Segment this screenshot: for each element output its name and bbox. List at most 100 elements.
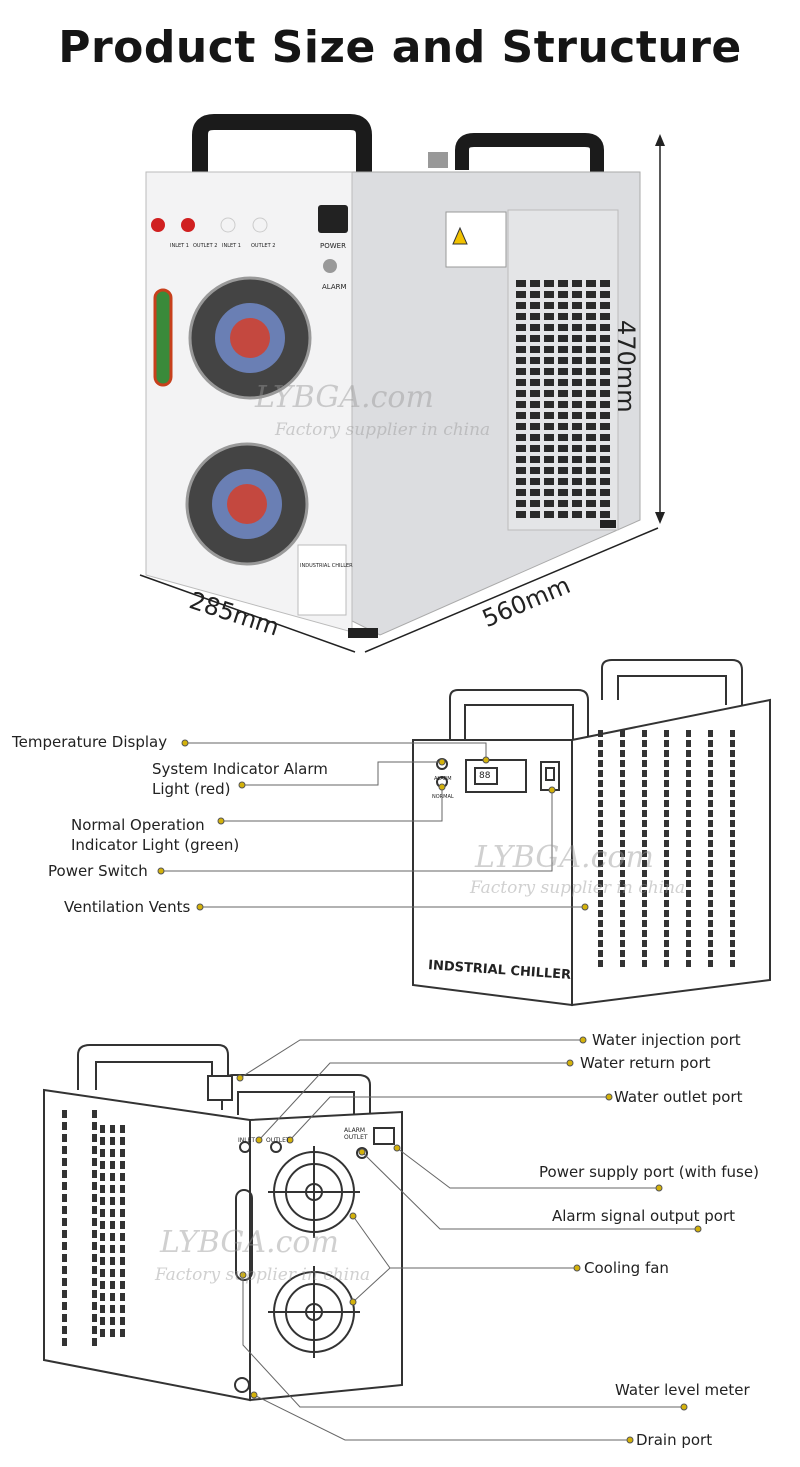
front-vent-slots [598,730,735,967]
vent-slot [686,740,691,747]
vent-slot [586,291,596,298]
vent-slot [642,900,647,907]
vent-slot [730,840,735,847]
vent-slot [92,1242,97,1250]
vent-slot [600,445,610,452]
vent-slot [586,379,596,386]
vent-slot [686,770,691,777]
vent-slot [92,1122,97,1130]
vent-slot [664,740,669,747]
vent-slot [92,1146,97,1154]
vent-slot [516,368,526,375]
vent-slot [92,1266,97,1274]
vent-slot [100,1137,105,1145]
vent-slot [544,434,554,441]
vent-slot [598,920,603,927]
vent-slot [642,840,647,847]
vent-slot [110,1185,115,1193]
vent-slot [62,1242,67,1250]
vent-slot [516,489,526,496]
vent-slot [598,840,603,847]
vent-slot [62,1194,67,1202]
vent-slot [730,770,735,777]
vent-slot [686,850,691,857]
vent-slot [558,401,568,408]
vent-slot [572,390,582,397]
vent-slot [92,1254,97,1262]
vent-slot [558,467,568,474]
vent-slot [730,780,735,787]
vent-slot [686,890,691,897]
vent-slot [708,760,713,767]
vent-slot [62,1134,67,1142]
vent-slot [120,1305,125,1313]
vent-slot [642,930,647,937]
vent-slot [110,1233,115,1241]
vent-slot [110,1221,115,1229]
vent-slot [62,1266,67,1274]
vent-slot [120,1269,125,1277]
port-label-4: OUTLET 2 [251,243,276,249]
vent-slot [686,910,691,917]
vent-slot [572,346,582,353]
vent-slot [642,740,647,747]
vent-slot [664,900,669,907]
vent-slot [100,1269,105,1277]
power-socket [318,205,348,233]
vent-slot [686,860,691,867]
vent-slot [120,1197,125,1205]
vent-slot [664,820,669,827]
vent-slot [664,860,669,867]
vent-slot [600,324,610,331]
vent-slot [730,730,735,737]
vent-slot [544,313,554,320]
vent-slot [708,780,713,787]
vent-slot [544,456,554,463]
vent-slot [530,500,540,507]
vent-slot [708,740,713,747]
vent-slot [62,1182,67,1190]
vent-slot [92,1230,97,1238]
vent-slot [110,1161,115,1169]
back-alarm-port [356,1147,368,1159]
vent-slot [600,379,610,386]
vent-slot [598,930,603,937]
vent-slot [62,1218,67,1226]
fan-top-center [230,318,270,358]
fan-bottom-center [227,484,267,524]
vent-slot [530,511,540,518]
vent-slot [120,1137,125,1145]
vent-slot [572,324,582,331]
vent-slot [642,860,647,867]
vent-slot [62,1122,67,1130]
vent-slot [100,1305,105,1313]
vent-slot [516,357,526,364]
vent-slot [572,357,582,364]
vent-slot [62,1110,67,1118]
vent-slots [516,280,610,518]
vent-slot [558,511,568,518]
vent-slot [572,489,582,496]
vent-slot [530,313,540,320]
port-label-1: INLET 1 [170,243,189,249]
vent-slot [544,445,554,452]
vent-slot [620,730,625,737]
vent-slot [544,478,554,485]
vent-slot [92,1326,97,1334]
vent-slot [664,770,669,777]
vent-slot [516,379,526,386]
vent-slot [120,1125,125,1133]
vent-slot [642,810,647,817]
vent-slot [664,840,669,847]
vent-slot [110,1293,115,1301]
vent-slot [544,423,554,430]
vent-slot [586,324,596,331]
vent-slot [558,478,568,485]
vent-slot [100,1245,105,1253]
vent-slot [642,830,647,837]
vent-slot [572,511,582,518]
vent-slot [598,730,603,737]
vent-slot [620,830,625,837]
vent-slot [110,1269,115,1277]
